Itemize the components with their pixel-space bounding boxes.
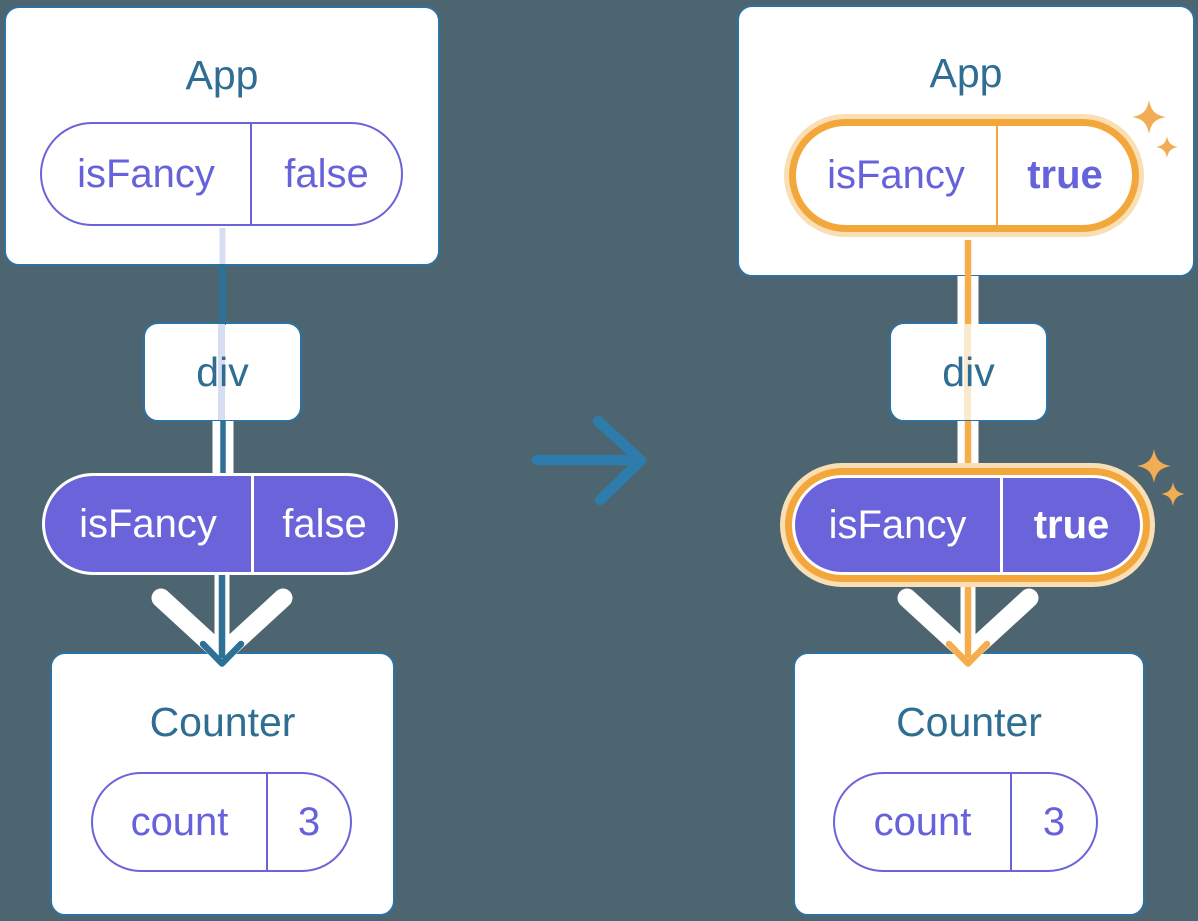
counter-card-right: Counter count 3	[793, 652, 1145, 916]
passed-prop-pill-left: isFancy false	[42, 473, 398, 575]
prop-value: false	[284, 151, 369, 196]
prop-value: false	[282, 501, 367, 546]
counter-title: Counter	[149, 699, 296, 745]
state-value: 3	[297, 799, 321, 844]
div-label: div	[942, 348, 995, 395]
flow-chevron-icon-left	[151, 588, 293, 664]
prop-value: true	[1027, 153, 1103, 197]
prop-value: true	[1033, 502, 1110, 547]
counter-title: Counter	[896, 699, 1042, 745]
passed-prop-pill-right-highlight: isFancy true	[780, 463, 1155, 587]
sparkle-icon-small-app	[1156, 136, 1178, 158]
div-label: div	[196, 348, 249, 395]
app-card-right: App isFancy true	[737, 5, 1195, 277]
passed-prop-pill-right: isFancy true	[795, 478, 1140, 572]
transition-arrow-icon	[531, 415, 647, 506]
counter-state-pill-right: count 3	[833, 772, 1098, 872]
prop-name: isFancy	[45, 476, 254, 572]
app-prop-pill-left: isFancy false	[40, 122, 403, 226]
app-prop-pill-right-highlight: isFancy true	[784, 114, 1144, 237]
app-prop-pill-right: isFancy true	[789, 119, 1139, 232]
app-card-left: App isFancy false	[4, 6, 440, 266]
prop-wire-through-div-left	[218, 324, 225, 420]
counter-state-pill-left: count 3	[91, 772, 352, 872]
div-node-left: div	[143, 322, 302, 422]
state-value: 3	[1042, 799, 1066, 844]
sparkle-icon-small-prop	[1161, 482, 1185, 506]
app-title: App	[185, 52, 259, 98]
flow-chevron-icon-right	[897, 588, 1039, 664]
state-name: count	[835, 774, 1012, 870]
div-node-right: div	[889, 322, 1048, 422]
state-name: count	[93, 774, 268, 870]
prop-wire-through-div-right	[964, 324, 971, 420]
prop-name: isFancy	[796, 126, 998, 225]
prop-name: isFancy	[795, 478, 1003, 572]
prop-name: isFancy	[42, 124, 252, 224]
sparkle-icon-large-app	[1132, 100, 1166, 134]
counter-card-left: Counter count 3	[50, 652, 395, 916]
sparkle-icon-large-prop	[1137, 449, 1171, 483]
app-title: App	[929, 50, 1003, 96]
